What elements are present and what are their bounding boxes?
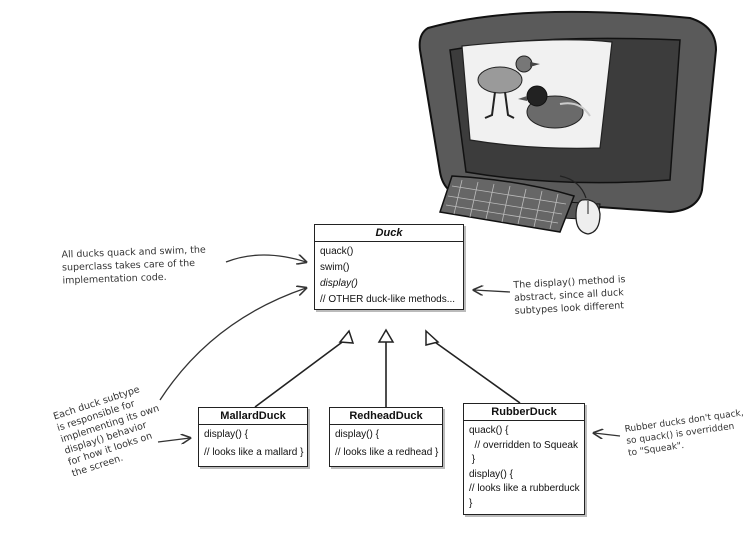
annotation-arrows [157, 255, 621, 442]
duck-photo-icon [477, 55, 591, 129]
note-abstract: The display() method is abstract, since … [513, 273, 627, 318]
mallard-line: display() { [204, 429, 248, 440]
duck-class: Duck quack() swim() display() // OTHER d… [314, 224, 464, 310]
mallard-duck-title: MallardDuck [199, 408, 307, 425]
rubber-duck-title: RubberDuck [464, 404, 584, 421]
rubber-line: // overridden to Squeak [469, 439, 578, 451]
duck-method-swim: swim() [320, 262, 350, 273]
rubber-line: } [469, 454, 476, 465]
duck-method-display: display() [320, 278, 358, 289]
redhead-duck-title: RedheadDuck [330, 408, 442, 425]
duck-method-quack: quack() [320, 246, 354, 257]
rubber-line: quack() { [469, 425, 509, 436]
mallard-duck-class: MallardDuck display() { // looks like a … [198, 407, 308, 467]
rubber-line: // looks like a rubberduck [469, 483, 580, 494]
computer-illustration [418, 10, 718, 235]
note-superclass: All ducks quack and swim, the superclass… [61, 243, 207, 287]
redhead-line: display() { [335, 429, 379, 440]
rubber-duck-class: RubberDuck quack() { // overridden to Sq… [463, 403, 585, 515]
inheritance-arrowheads [338, 328, 440, 346]
rubber-line: display() { [469, 468, 513, 480]
rubber-line: } [469, 497, 473, 509]
inheritance-lines [254, 339, 521, 408]
duck-method-other: // OTHER duck-like methods... [320, 294, 456, 305]
mallard-line: // looks like a mallard } [204, 447, 304, 458]
redhead-duck-class: RedheadDuck display() { // looks like a … [329, 407, 443, 467]
duck-class-title: Duck [315, 225, 463, 242]
redhead-line: // looks like a redhead } [335, 447, 439, 458]
